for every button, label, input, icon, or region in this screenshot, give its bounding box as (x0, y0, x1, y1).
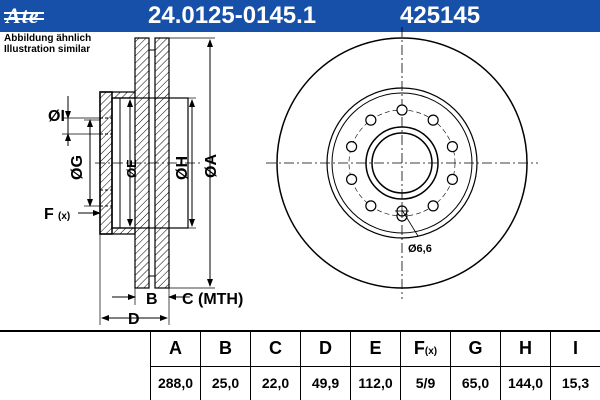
table-value-c: 22,0 (250, 367, 300, 400)
logo-text: Ate (6, 3, 40, 28)
table-header-label: C (269, 338, 282, 358)
label-d: D (128, 311, 140, 328)
label-h: ØH (174, 156, 191, 180)
ate-logo: Ate (4, 3, 44, 29)
table-header-label: H (519, 338, 532, 358)
table-value-g: 65,0 (450, 367, 500, 400)
header-bar: Ate 24.0125-0145.1 425145 (0, 0, 600, 32)
logo-stripe (4, 18, 44, 20)
table-header-label: F (413, 338, 425, 358)
part-number: 24.0125-0145.1 (148, 2, 317, 29)
bolt-hole (446, 173, 459, 185)
table-header-g: G (450, 330, 500, 367)
label-c: C (MTH) (182, 291, 243, 308)
logo-stripe (4, 12, 44, 14)
table-header-d: D (300, 330, 350, 367)
table-value-e: 112,0 (350, 367, 400, 400)
label-f: F (44, 206, 54, 223)
table-value-h: 144,0 (500, 367, 550, 400)
bolt-hole (345, 141, 358, 153)
table-row-divider (150, 366, 600, 367)
bolt-hole (345, 173, 358, 185)
table-header-label: D (319, 338, 332, 358)
note-illustration-de: Abbildung ähnlich (4, 33, 92, 44)
table-header-c: C (250, 330, 300, 367)
table-value-f: 5/9 (400, 367, 450, 400)
table-value-i: 15,3 (550, 367, 600, 400)
center-bore-outer (365, 126, 439, 200)
friction-inner-edge (326, 87, 478, 239)
table-header-a: A (150, 330, 200, 367)
bolt-holes (345, 104, 459, 222)
bolt-hole (427, 114, 439, 126)
side-section-view: ØI ØG ØE ØH ØA F (x) B C (MTH) D (44, 37, 243, 328)
label-b: B (146, 291, 158, 308)
disc-outer-edge (276, 37, 528, 289)
bolt-hole (365, 200, 377, 212)
table-header-e: E (350, 330, 400, 367)
bolt-hole (446, 141, 459, 153)
front-view: Ø6,6 (266, 27, 538, 299)
bolt-hole (427, 200, 439, 212)
table-value-d: 49,9 (300, 367, 350, 400)
label-i: ØI (48, 108, 65, 125)
table-header-b: B (200, 330, 250, 367)
table-value-a: 288,0 (150, 367, 200, 400)
technical-drawing: ØI ØG ØE ØH ØA F (x) B C (MTH) D Ø6,6 (44, 27, 538, 328)
label-g: ØG (69, 155, 86, 180)
table-header-label: I (572, 338, 578, 358)
table-header-label: E (369, 338, 382, 358)
table-header-f-sub: (x) (424, 346, 438, 357)
table-header-h: H (500, 330, 550, 367)
label-e: ØE (124, 159, 139, 178)
label-bolt-hole: Ø6,6 (408, 243, 432, 255)
table-header-label: G (468, 338, 483, 358)
label-a: ØA (203, 154, 220, 178)
table-header-f: F(x) (400, 330, 450, 367)
bolt-hole (396, 104, 408, 116)
table-header-label: B (219, 338, 232, 358)
table-header-label: A (169, 338, 182, 358)
center-bore (371, 132, 433, 194)
label-f-sub: (x) (58, 211, 70, 222)
table-value-b: 25,0 (200, 367, 250, 400)
hat-edge (331, 92, 473, 234)
table-header-i: I (550, 330, 600, 367)
article-number: 425145 (400, 2, 481, 29)
bolt-hole (365, 114, 377, 126)
note-illustration-en: Illustration similar (4, 44, 91, 55)
